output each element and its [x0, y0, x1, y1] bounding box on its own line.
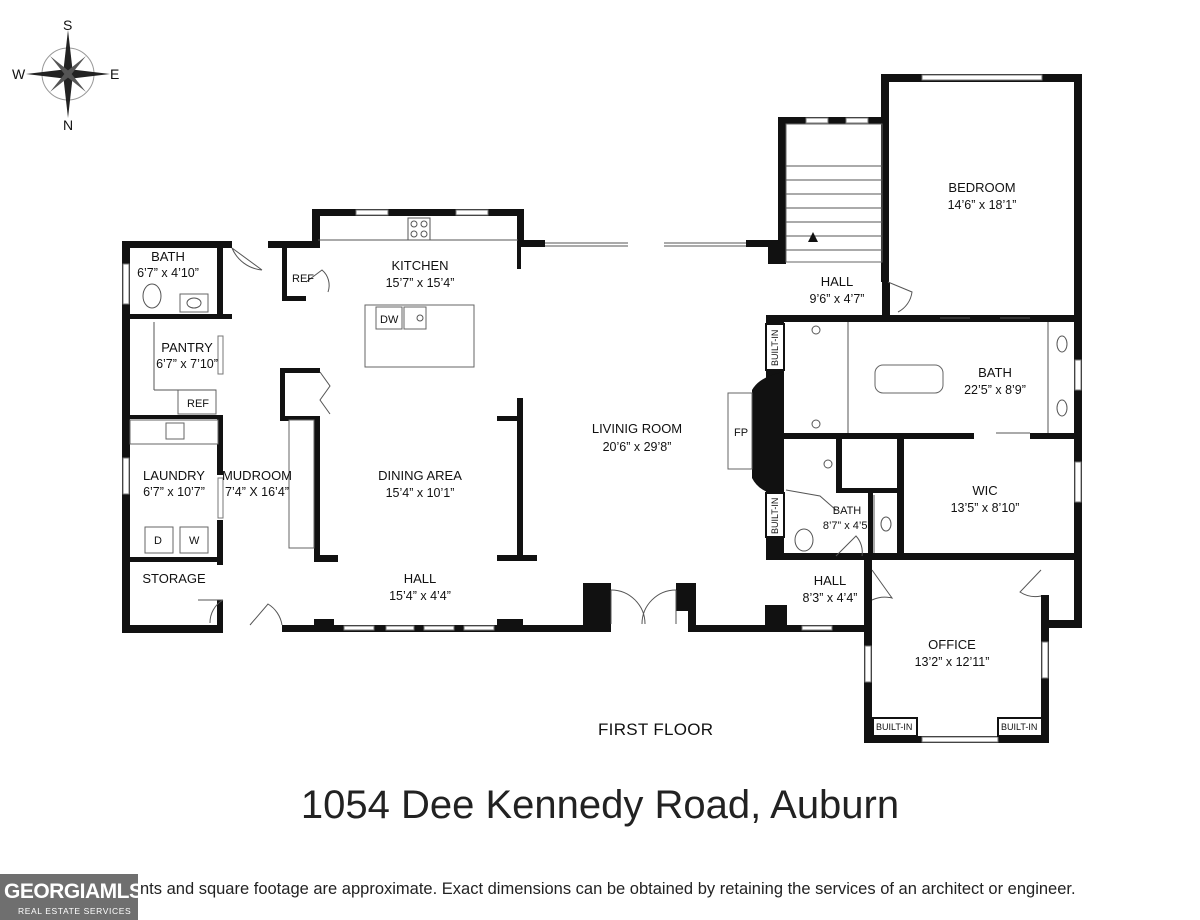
- room-labels: BATH 6’7” x 4’10” PANTRY 6’7” x 7’10” LA…: [137, 180, 1026, 669]
- room-dining-dims: 15’4” x 10’1”: [386, 486, 455, 500]
- room-laundry-dims: 6’7” x 10’7”: [143, 485, 205, 499]
- stair-arrow-icon: [808, 232, 818, 242]
- georgia-mls-logo: GEORGIAMLS REAL ESTATE SERVICES: [0, 874, 143, 920]
- room-office-name: OFFICE: [928, 637, 976, 652]
- room-hall-upper-name: HALL: [821, 274, 854, 289]
- compass-east-label: E: [110, 66, 119, 82]
- builtin-label-office-right: BUILT-IN: [1001, 722, 1037, 732]
- room-bath-small-dims: 8’7” x 4’5”: [823, 520, 872, 532]
- room-kitchen-dims: 15’7” x 15’4”: [386, 276, 455, 290]
- builtin-label-office-left: BUILT-IN: [876, 722, 912, 732]
- room-living-dims: 20’6” x 29’8”: [603, 440, 672, 454]
- room-pantry-name: PANTRY: [161, 340, 213, 355]
- staircase: [785, 123, 883, 263]
- room-hall-bottom-name: HALL: [404, 571, 437, 586]
- pantry-ref-label: REF: [187, 398, 209, 410]
- compass-south-label: S: [63, 17, 72, 33]
- compass-west-label: W: [12, 66, 26, 82]
- room-bath-master-dims: 22’5” x 8’9”: [964, 383, 1026, 397]
- room-bath-master-name: BATH: [978, 365, 1012, 380]
- compass-north-label: N: [63, 117, 73, 133]
- room-hall-right-dims: 8’3” x 4’4”: [803, 591, 858, 605]
- room-mudroom-dims: 7’4” X 16’4”: [225, 485, 289, 499]
- room-dining-name: DINING AREA: [378, 468, 462, 483]
- room-kitchen-name: KITCHEN: [391, 258, 448, 273]
- logo-line2: REAL ESTATE SERVICES: [18, 906, 132, 916]
- doors: [198, 242, 1042, 626]
- room-living-name: LIVINIG ROOM: [592, 421, 682, 436]
- room-office-dims: 13’2” x 12’11”: [915, 655, 990, 669]
- room-hall-bottom-dims: 15’4” x 4’4”: [389, 589, 451, 603]
- builtin-label-upper: BUILT-IN: [770, 330, 780, 366]
- room-wic-name: WIC: [972, 483, 997, 498]
- windows: [122, 74, 1082, 743]
- fixtures: [129, 217, 1068, 737]
- floor-label: FIRST FLOOR: [598, 720, 714, 739]
- dishwasher-label: DW: [380, 314, 399, 326]
- kitchen-ref-label: REF: [292, 273, 314, 285]
- builtin-label-lower: BUILT-IN: [770, 498, 780, 534]
- property-address: 1054 Dee Kennedy Road, Auburn: [300, 783, 900, 827]
- room-bath-left-name: BATH: [151, 249, 185, 264]
- logo-line1: GEORGIAMLS: [4, 880, 143, 903]
- room-bedroom-name: BEDROOM: [948, 180, 1015, 195]
- room-storage-name: STORAGE: [142, 571, 206, 586]
- room-hall-upper-dims: 9’6” x 4’7”: [810, 292, 865, 306]
- room-wic-dims: 13’5” x 8’10”: [951, 501, 1020, 515]
- room-bath-small-name: BATH: [833, 505, 862, 517]
- room-hall-right-name: HALL: [814, 573, 847, 588]
- room-mudroom-name: MUDROOM: [222, 468, 292, 483]
- fireplace-label: FP: [734, 427, 748, 439]
- dryer-label: D: [154, 535, 162, 547]
- compass-rose-icon: [26, 30, 110, 118]
- washer-label: W: [189, 535, 200, 547]
- room-pantry-dims: 6’7” x 7’10”: [156, 357, 218, 371]
- disclaimer-text: nts and square footage are approximate. …: [140, 880, 1076, 898]
- room-laundry-name: LAUNDRY: [143, 468, 205, 483]
- room-bath-left-dims: 6’7” x 4’10”: [137, 266, 199, 280]
- room-bedroom-dims: 14’6” x 18’1”: [948, 198, 1017, 212]
